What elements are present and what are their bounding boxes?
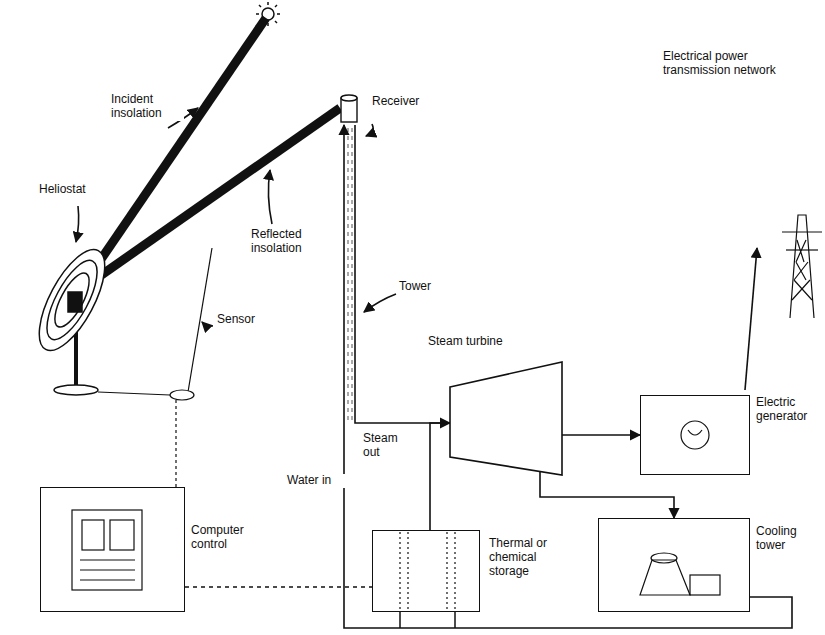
receiver-vessel: Receiver (340, 95, 358, 125)
receiver-outline (340, 95, 358, 125)
pipe-connector (344, 125, 792, 628)
node-label: Receiver (372, 95, 442, 109)
transmission-tower (782, 215, 822, 318)
heliostat-symbol (26, 240, 117, 395)
pipe-connector (562, 434, 640, 436)
node-label: Steam turbine (428, 335, 548, 349)
node-label: Computer control (191, 524, 261, 552)
node-label: Electric generator (756, 396, 822, 424)
part-label: Incident insolation (110, 93, 184, 121)
pipe-connector (540, 471, 674, 518)
part-label: Steam out (362, 432, 406, 460)
leader-arrows (76, 108, 757, 390)
tower-structure (348, 128, 352, 420)
pipe-connector (430, 423, 450, 530)
node-label: Thermal or chemical storage (489, 537, 569, 578)
pipe-connector (185, 586, 372, 588)
node-label: Cooling tower (756, 525, 820, 553)
part-label: Tower (398, 280, 450, 294)
generator-box: Electric generator (640, 395, 750, 475)
cooling-box: Cooling tower (598, 518, 750, 612)
computer-console (72, 510, 142, 590)
storage-coils (400, 532, 455, 610)
control-box: Computer control (40, 487, 185, 612)
part-label: Reflected insolation (250, 228, 327, 256)
part-label: Heliostat (38, 183, 110, 197)
storage-return-pipes (400, 612, 455, 628)
part-label: Electrical power transmission network (662, 50, 794, 78)
sensor-symbol (98, 248, 212, 487)
cooling-tower-icon (640, 553, 720, 595)
turbine-shape: Steam turbine (450, 362, 562, 475)
pipe-connector (355, 125, 450, 423)
incident-beam (80, 18, 266, 290)
storage-box: Thermal or chemical storage (372, 530, 480, 612)
part-label: Sensor (216, 313, 278, 327)
part-label: Water in (286, 474, 348, 488)
generator-icon (681, 421, 709, 449)
turbine-outline (450, 362, 562, 475)
